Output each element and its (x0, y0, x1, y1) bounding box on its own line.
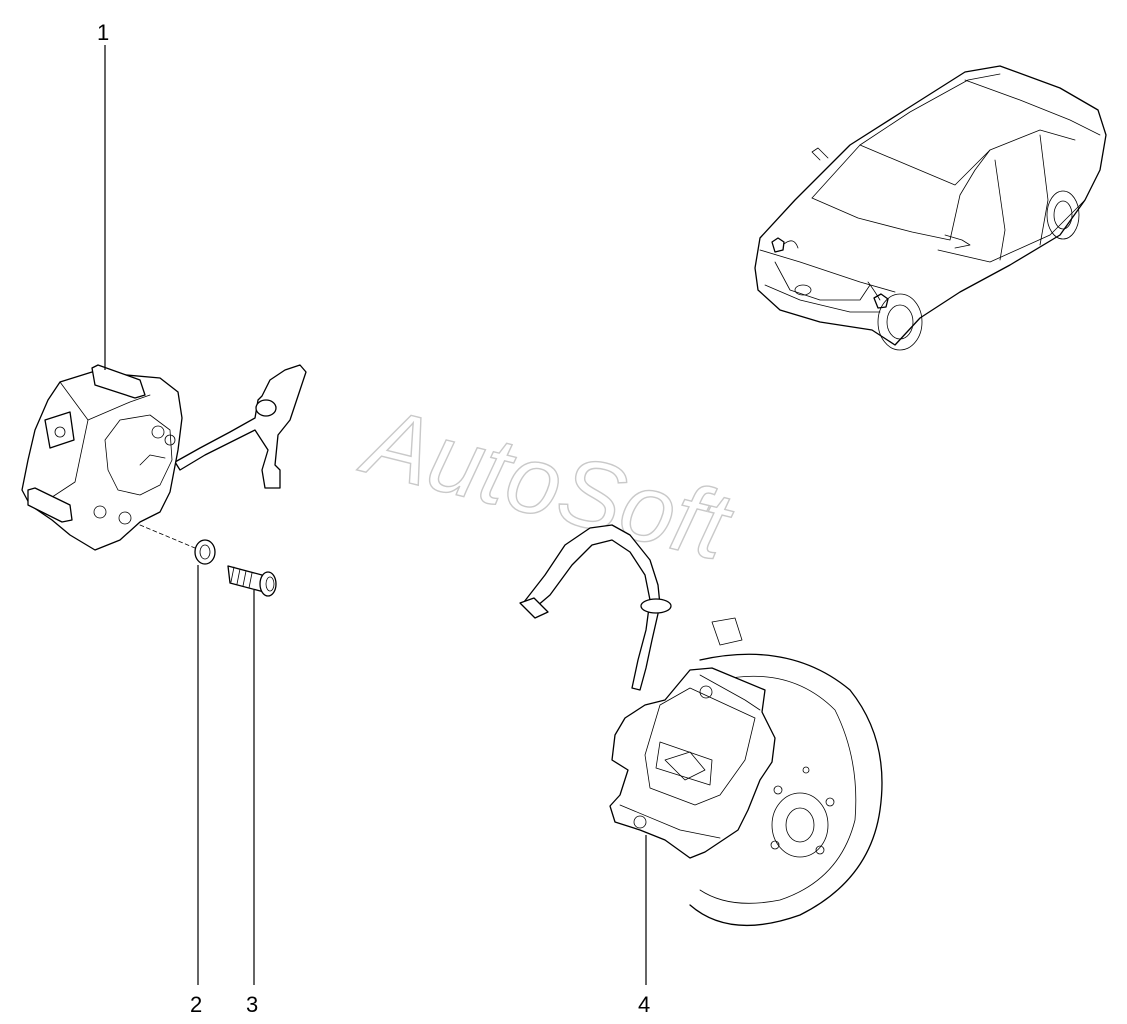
callout-4: 4 (638, 992, 650, 1017)
callout-2: 2 (190, 992, 202, 1017)
brake-caliper-assembly (519, 524, 883, 927)
washer-part (194, 539, 216, 565)
assembly-axis-line (139, 524, 196, 549)
watermark: AutoSoft (350, 386, 743, 582)
brake-caliper-left (21, 364, 307, 551)
watermark-text: AutoSoft (351, 386, 742, 581)
car-illustration (754, 65, 1107, 351)
callout-1: 1 (97, 20, 109, 45)
callout-3: 3 (246, 992, 258, 1017)
bolt-part (227, 565, 277, 597)
